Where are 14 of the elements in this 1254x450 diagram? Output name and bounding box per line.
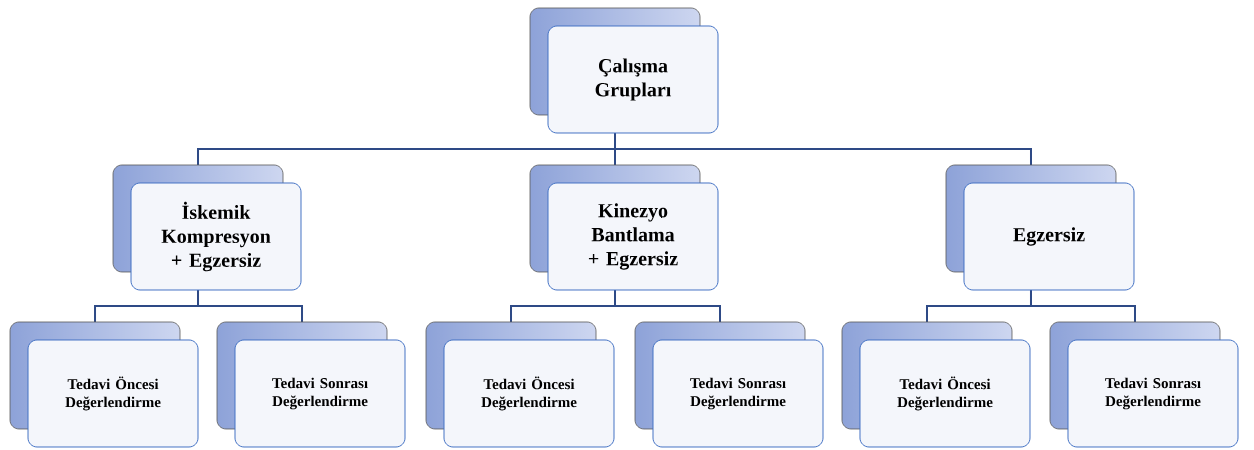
org-chart-box: Tedavi Sonrası Değerlendirme <box>216 321 406 448</box>
connector-line <box>614 132 1032 166</box>
org-chart-box: Tedavi Öncesi Değerlendirme <box>841 321 1031 448</box>
org-chart-box: İskemik Kompresyon + Egzersiz <box>112 164 302 291</box>
connector-line <box>1030 289 1136 323</box>
org-chart-box: Tedavi Sonrası Değerlendirme <box>1049 321 1239 448</box>
org-chart-box: Kinezyo Bantlama + Egzersiz <box>529 164 719 291</box>
org-chart-box: Çalışma Grupları <box>529 7 719 134</box>
org-chart-box: Tedavi Öncesi Değerlendirme <box>425 321 615 448</box>
connector-line <box>614 289 721 323</box>
connector-line <box>197 289 303 323</box>
org-chart-box: Tedavi Sonrası Değerlendirme <box>634 321 824 448</box>
org-chart-box: Egzersiz <box>945 164 1135 291</box>
org-chart-box: Tedavi Öncesi Değerlendirme <box>9 321 199 448</box>
